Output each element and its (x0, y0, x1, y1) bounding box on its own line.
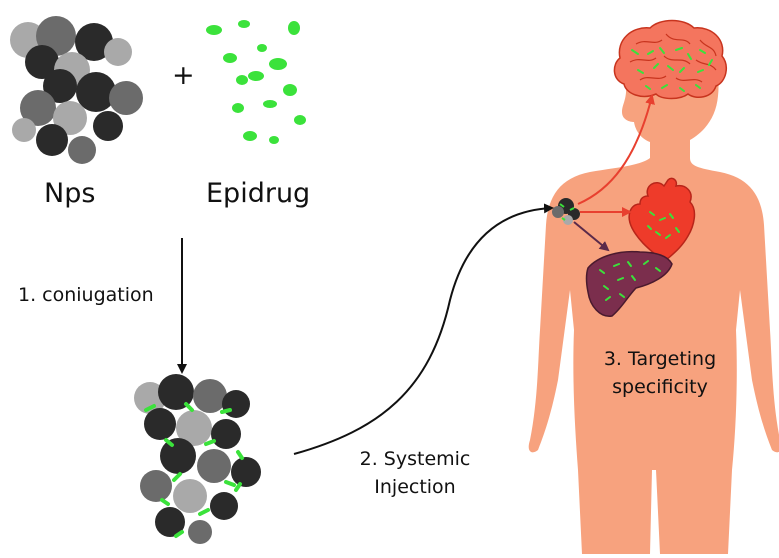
brain-icon (613, 19, 728, 100)
step1-label: 1. coniugation (18, 284, 154, 306)
step2-label-line2: Injection (374, 476, 456, 498)
human-body-icon (528, 30, 779, 554)
step3-label-line2: specificity (612, 376, 708, 398)
epidrug-label: Epidrug (206, 178, 311, 209)
injection-point-particles-icon (552, 198, 580, 225)
step3-label-line1: 3. Targeting (603, 348, 717, 370)
arrow-to-liver (573, 221, 610, 252)
step2-label-line1: 2. Systemic (359, 448, 471, 470)
nps-label: Nps (44, 178, 96, 209)
plus-sign: + (172, 60, 195, 91)
epidrug-particles-icon (206, 20, 306, 144)
injection-arrow (293, 203, 554, 455)
liver-icon (585, 250, 673, 317)
heart-icon (628, 177, 696, 264)
nanoparticle-cluster-icon (10, 16, 143, 164)
arrow-to-brain (577, 94, 655, 205)
conjugated-nanoparticle-icon (134, 374, 261, 544)
